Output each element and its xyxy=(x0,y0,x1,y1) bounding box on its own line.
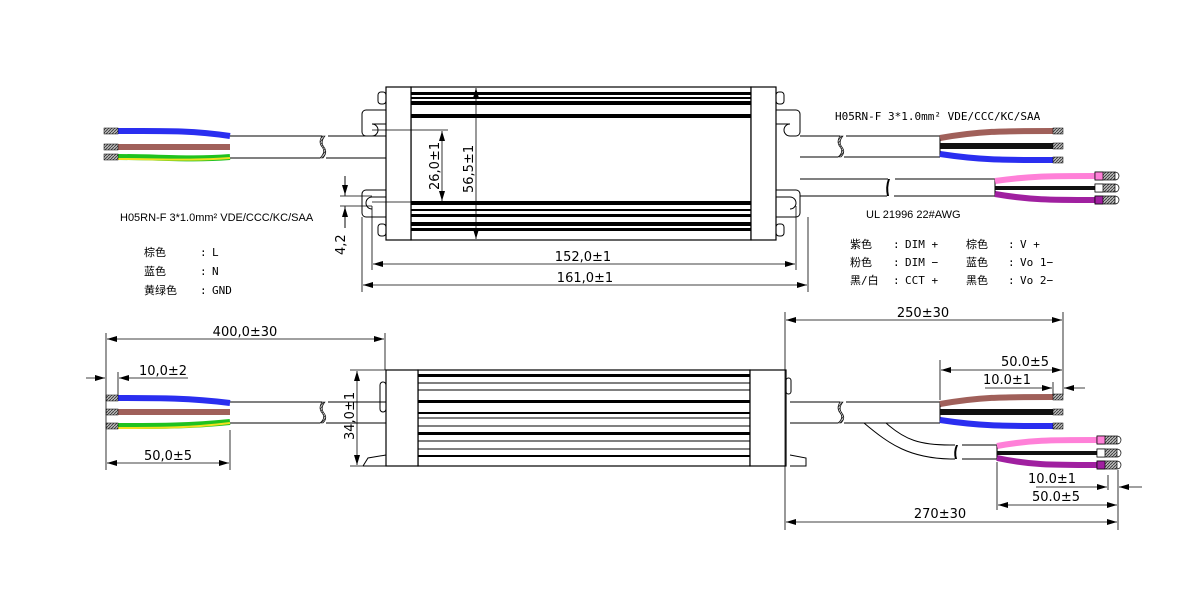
svg-text:N: N xyxy=(212,265,219,278)
svg-text:DIM +: DIM + xyxy=(905,238,938,251)
dim-mount-spacing: 26,0±1 xyxy=(428,142,443,190)
svg-text::: : xyxy=(893,256,900,269)
svg-text::: : xyxy=(893,274,900,287)
svg-text:黄绿色: 黄绿色 xyxy=(144,283,177,297)
end-cap-right xyxy=(750,86,777,241)
svg-text::: : xyxy=(893,238,900,251)
dim-slot: 4,2 xyxy=(334,234,349,255)
svg-text:黑/白: 黑/白 xyxy=(850,273,879,287)
heatsink-fins xyxy=(411,92,751,231)
input-wire-legend: 棕色 : L 蓝色 : N 黄绿色 : GND xyxy=(144,245,232,297)
output-wire-legend: 紫色 : DIM + 棕色 : V + 粉色 : DIM − 蓝色 : Vo 1… xyxy=(850,237,1053,287)
dim-signal-cable: 270±30 xyxy=(914,507,966,522)
svg-text:蓝色: 蓝色 xyxy=(966,255,988,269)
side-dimensions xyxy=(86,312,1142,530)
svg-text:黑色: 黑色 xyxy=(966,273,988,287)
dim-output-strip: 10.0±1 xyxy=(983,373,1031,388)
dim-output-cable: 250±30 xyxy=(897,306,949,321)
dim-signal-split: 50.0±5 xyxy=(1032,490,1080,505)
output-cable-spec: H05RN-F 3*1.0mm² VDE/CCC/KC/SAA xyxy=(835,110,1041,123)
svg-text:蓝色: 蓝色 xyxy=(144,264,166,278)
svg-text::: : xyxy=(1008,274,1015,287)
dim-output-split: 50.0±5 xyxy=(1001,355,1049,370)
svg-text::: : xyxy=(1008,256,1015,269)
svg-text:棕色: 棕色 xyxy=(966,237,988,251)
signal-cable xyxy=(800,171,1120,205)
side-view: 400,0±30 10,0±2 50,0±5 34,0±1 250±30 50.… xyxy=(86,306,1142,530)
side-input-cable xyxy=(105,394,386,430)
svg-text:GND: GND xyxy=(212,284,232,297)
dim-input-cable: 400,0±30 xyxy=(213,325,278,340)
svg-text::: : xyxy=(200,284,207,297)
output-cable xyxy=(800,127,1064,164)
input-cable-spec: H05RN-F 3*1.0mm² VDE/CCC/KC/SAA xyxy=(120,212,314,224)
input-cable xyxy=(103,127,386,162)
end-cap-left xyxy=(385,86,412,241)
signal-cable-spec: UL 21996 22#AWG xyxy=(866,209,961,221)
svg-text:棕色: 棕色 xyxy=(144,245,166,259)
top-view: 26,0±1 56,5±1 4,2 152,0±1 161,0±1 H05RN-… xyxy=(103,86,1120,297)
svg-text:Vo 1−: Vo 1− xyxy=(1020,256,1053,269)
svg-text:L: L xyxy=(212,246,219,259)
svg-text:紫色: 紫色 xyxy=(850,237,872,251)
dim-input-strip: 10,0±2 xyxy=(139,364,187,379)
svg-text::: : xyxy=(200,265,207,278)
top-dimensions xyxy=(340,86,809,292)
dim-input-split: 50,0±5 xyxy=(144,449,192,464)
svg-text:Vo 2−: Vo 2− xyxy=(1020,274,1053,287)
dim-signal-strip: 10.0±1 xyxy=(1028,472,1076,487)
svg-text:V +: V + xyxy=(1020,238,1040,251)
side-output-cable xyxy=(790,393,1064,430)
svg-text::: : xyxy=(200,246,207,259)
dim-inner-length: 152,0±1 xyxy=(555,250,611,265)
mounting-tabs-left xyxy=(361,91,387,237)
wire-blue xyxy=(117,127,231,139)
side-signal-cable xyxy=(863,422,1122,470)
dim-height: 56,5±1 xyxy=(462,145,477,193)
dim-total-length: 161,0±1 xyxy=(557,271,613,286)
svg-text:粉色: 粉色 xyxy=(850,255,872,269)
svg-text:DIM −: DIM − xyxy=(905,256,938,269)
dim-thickness: 34,0±1 xyxy=(343,392,358,440)
svg-text::: : xyxy=(1008,238,1015,251)
svg-text:CCT +: CCT + xyxy=(905,274,938,287)
